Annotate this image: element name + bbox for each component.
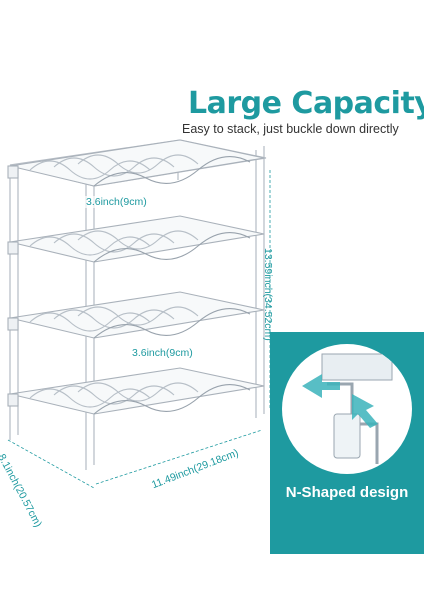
gap-mid-dimension: 3.6inch(9cm) [130,347,195,359]
height-dimension: 13.59inch(34.52cm) [262,248,274,341]
headline-subtitle: Easy to stack, just buckle down directly [182,122,399,136]
rack-tier [7,139,265,187]
rack-tier [7,367,265,415]
gap-top-dimension: 3.6inch(9cm) [84,196,149,208]
detail-label: N-Shaped design [285,484,409,501]
n-shaped-clip-icon [302,353,393,464]
rack-tier [7,291,265,339]
buckle-detail-image [282,344,412,474]
headline-title: Large Capacity [188,86,424,121]
rack-tier [7,215,265,263]
